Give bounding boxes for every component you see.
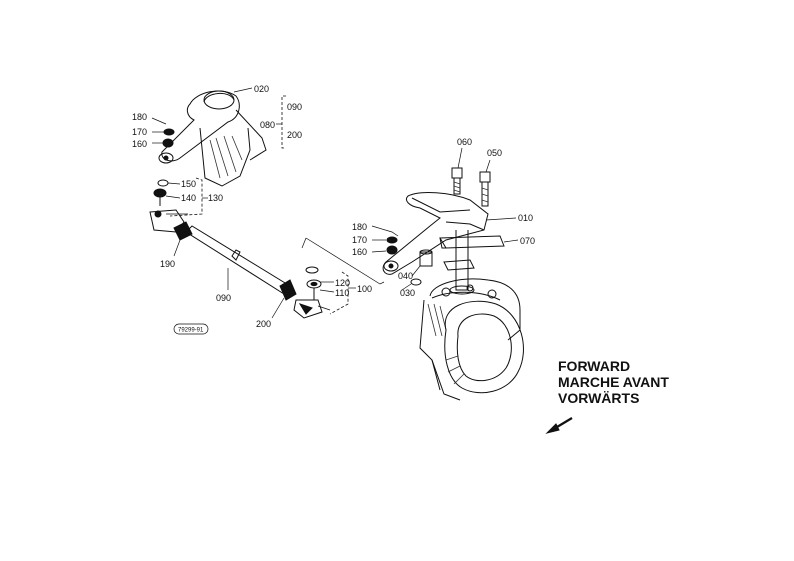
right-tie-rod-end-parts <box>301 237 385 315</box>
label-130: 130 <box>208 193 223 203</box>
direction-indicator: FORWARD MARCHE AVANT VORWÄRTS <box>545 358 669 434</box>
tie-rod <box>185 225 331 319</box>
label-160-left: 160 <box>132 139 147 149</box>
upper-arm-assembly <box>151 87 286 187</box>
label-140: 140 <box>181 193 196 203</box>
label-060: 060 <box>457 137 472 147</box>
label-010: 010 <box>518 213 533 223</box>
label-110: 110 <box>335 288 349 298</box>
reference-code-badge: 79299-91 <box>173 323 209 335</box>
direction-line-3: VORWÄRTS <box>558 390 639 406</box>
reference-code: 79299-91 <box>178 328 204 334</box>
left-tie-rod-end <box>149 177 208 257</box>
label-200-bottom: 200 <box>256 319 271 329</box>
label-190: 190 <box>160 259 175 269</box>
label-150: 150 <box>181 179 196 189</box>
label-070: 070 <box>520 236 535 246</box>
label-200-top: 200 <box>287 130 302 140</box>
label-100: 100 <box>357 284 372 294</box>
label-050: 050 <box>487 148 502 158</box>
label-180-left: 180 <box>132 112 147 122</box>
label-090-rod: 090 <box>216 293 231 303</box>
label-170-right: 170 <box>352 235 367 245</box>
label-090-top: 090 <box>287 102 302 112</box>
direction-line-2: MARCHE AVANT <box>558 374 669 390</box>
knuckle-arm-assembly <box>371 147 519 295</box>
label-030: 030 <box>400 288 415 298</box>
label-180-right: 180 <box>352 222 367 232</box>
arrow-down-left-icon <box>545 417 573 434</box>
label-160-right: 160 <box>352 247 367 257</box>
label-020: 020 <box>254 84 269 94</box>
label-170-left: 170 <box>132 127 147 137</box>
axle-housing <box>419 278 524 401</box>
label-080: 080 <box>260 120 275 130</box>
label-040: 040 <box>398 271 413 281</box>
direction-line-1: FORWARD <box>558 358 630 374</box>
label-120: 120 <box>335 278 350 288</box>
